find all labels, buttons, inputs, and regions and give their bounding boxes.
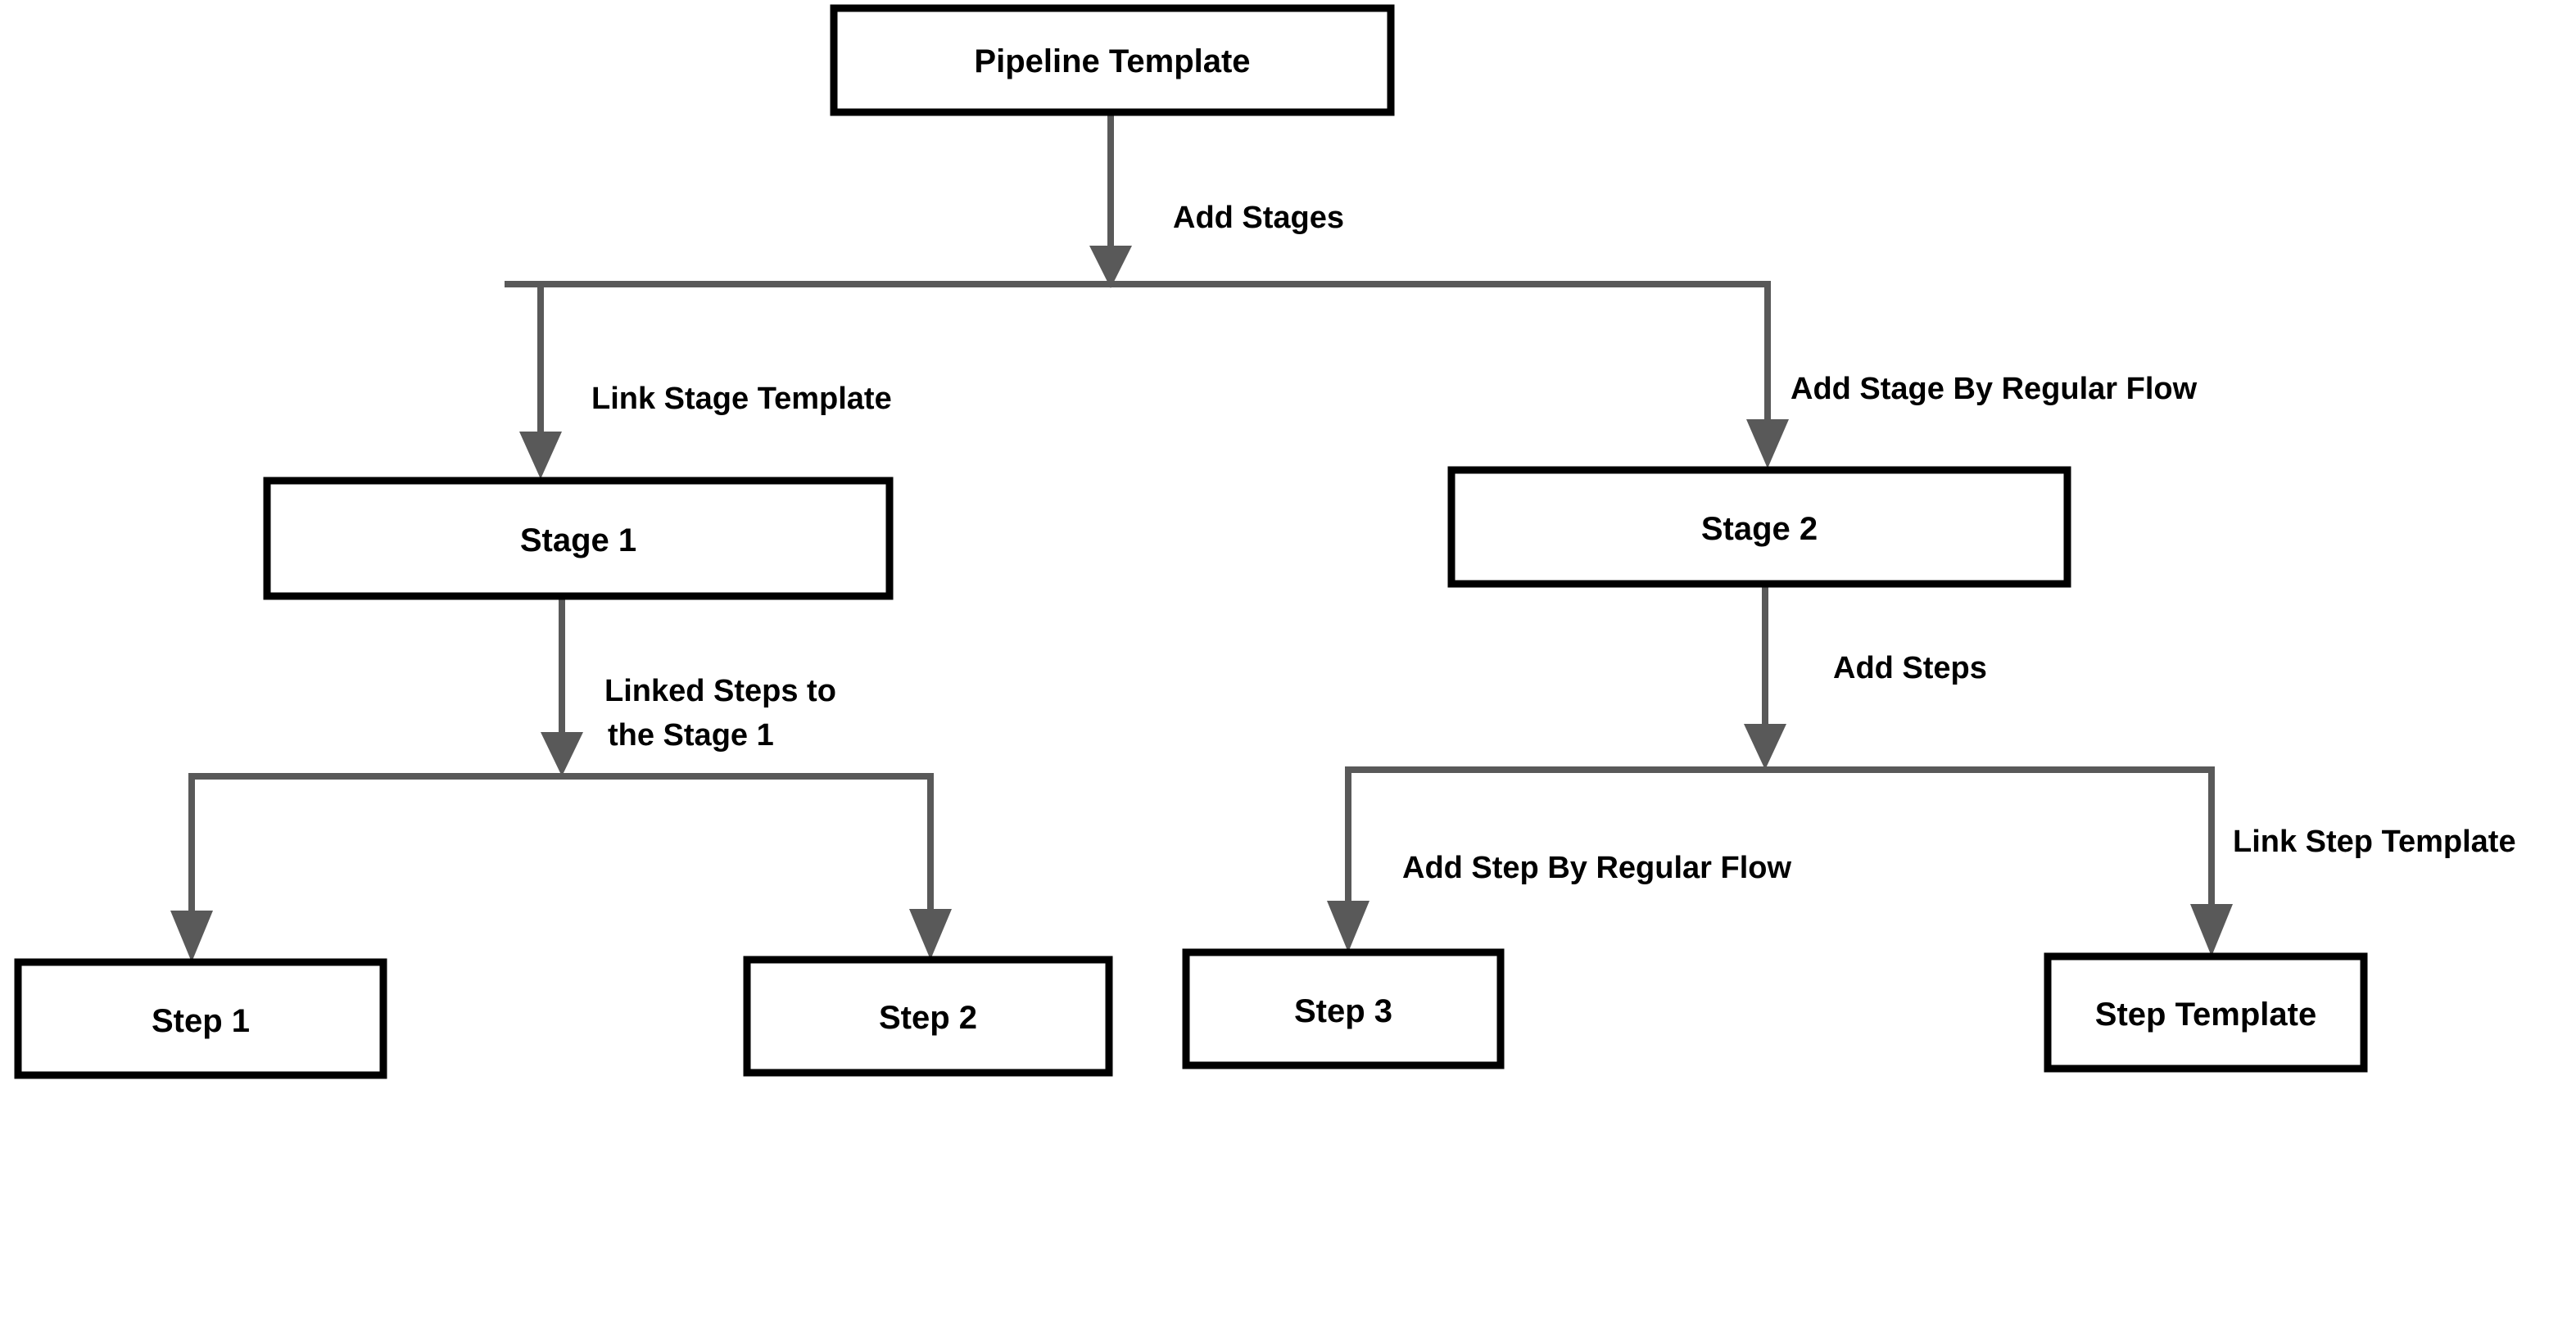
edge-label-add-stage-by-regular-flow: Add Stage By Regular Flow <box>1791 372 2198 406</box>
edge-to-step-3-arrowhead <box>1327 901 1369 952</box>
node-pipeline-template-box[interactable] <box>830 4 1395 116</box>
edge-to-step-template <box>2190 770 2233 956</box>
edge-label-add-step-by-regular-flow: Add Step By Regular Flow <box>1402 851 1791 885</box>
edge-label-add-steps: Add Steps <box>1833 651 1987 685</box>
edge-label-linked-steps-line1: Linked Steps to <box>604 674 836 708</box>
edge-add-stage-by-regular-flow-arrowhead <box>1746 419 1789 468</box>
node-pipeline-template-label: Pipeline Template <box>974 43 1250 79</box>
edge-label-link-step-template: Link Step Template <box>2233 825 2516 859</box>
node-pipeline-template[interactable]: Pipeline Template <box>830 4 1395 116</box>
edge-to-step-2-arrowhead <box>909 909 952 960</box>
node-stage-2-label: Stage 2 <box>1701 511 1818 547</box>
node-stage-1-label: Stage 1 <box>520 522 636 558</box>
node-step-3[interactable]: Step 3 <box>1182 948 1505 1069</box>
node-step-2-box[interactable] <box>743 956 1113 1077</box>
node-step-1-label: Step 1 <box>152 1003 250 1039</box>
node-step-1[interactable]: Step 1 <box>14 958 387 1079</box>
edge-link-stage-template <box>519 284 562 479</box>
edge-to-step-3 <box>1327 770 1369 952</box>
node-step-3-label: Step 3 <box>1294 993 1392 1029</box>
node-step-3-box[interactable] <box>1182 948 1505 1069</box>
edge-linked-steps <box>541 596 583 776</box>
node-stage-1-box[interactable] <box>263 477 894 600</box>
edge-add-steps-arrowhead <box>1744 724 1786 770</box>
edge-linked-steps-arrowhead <box>541 732 583 776</box>
edge-add-stage-by-regular-flow <box>1746 284 1789 468</box>
edge-label-linked-steps-line2: the Stage 1 <box>608 718 774 753</box>
edge-add-steps <box>1744 583 1786 770</box>
edge-add-stages-arrowhead <box>1089 246 1132 288</box>
edge-label-link-stage-template: Link Stage Template <box>591 382 892 416</box>
edge-to-step-1 <box>170 776 213 962</box>
edge-label-add-stages: Add Stages <box>1173 201 1344 235</box>
node-step-template[interactable]: Step Template <box>2044 952 2368 1073</box>
edge-to-step-1-arrowhead <box>170 911 213 962</box>
node-step-template-box[interactable] <box>2044 952 2368 1073</box>
node-stage-2-box[interactable] <box>1447 466 2071 588</box>
edge-to-step-template-arrowhead <box>2190 904 2233 956</box>
node-stage-1[interactable]: Stage 1 <box>263 477 894 600</box>
node-step-2-label: Step 2 <box>879 1000 977 1036</box>
edge-to-step-2 <box>909 776 952 960</box>
node-stage-2[interactable]: Stage 2 <box>1447 466 2071 588</box>
node-step-2[interactable]: Step 2 <box>743 956 1113 1077</box>
node-step-template-label: Step Template <box>2095 997 2316 1033</box>
edge-add-stages <box>1089 112 1132 288</box>
edge-link-stage-template-arrowhead <box>519 432 562 479</box>
node-step-1-box[interactable] <box>14 958 387 1079</box>
